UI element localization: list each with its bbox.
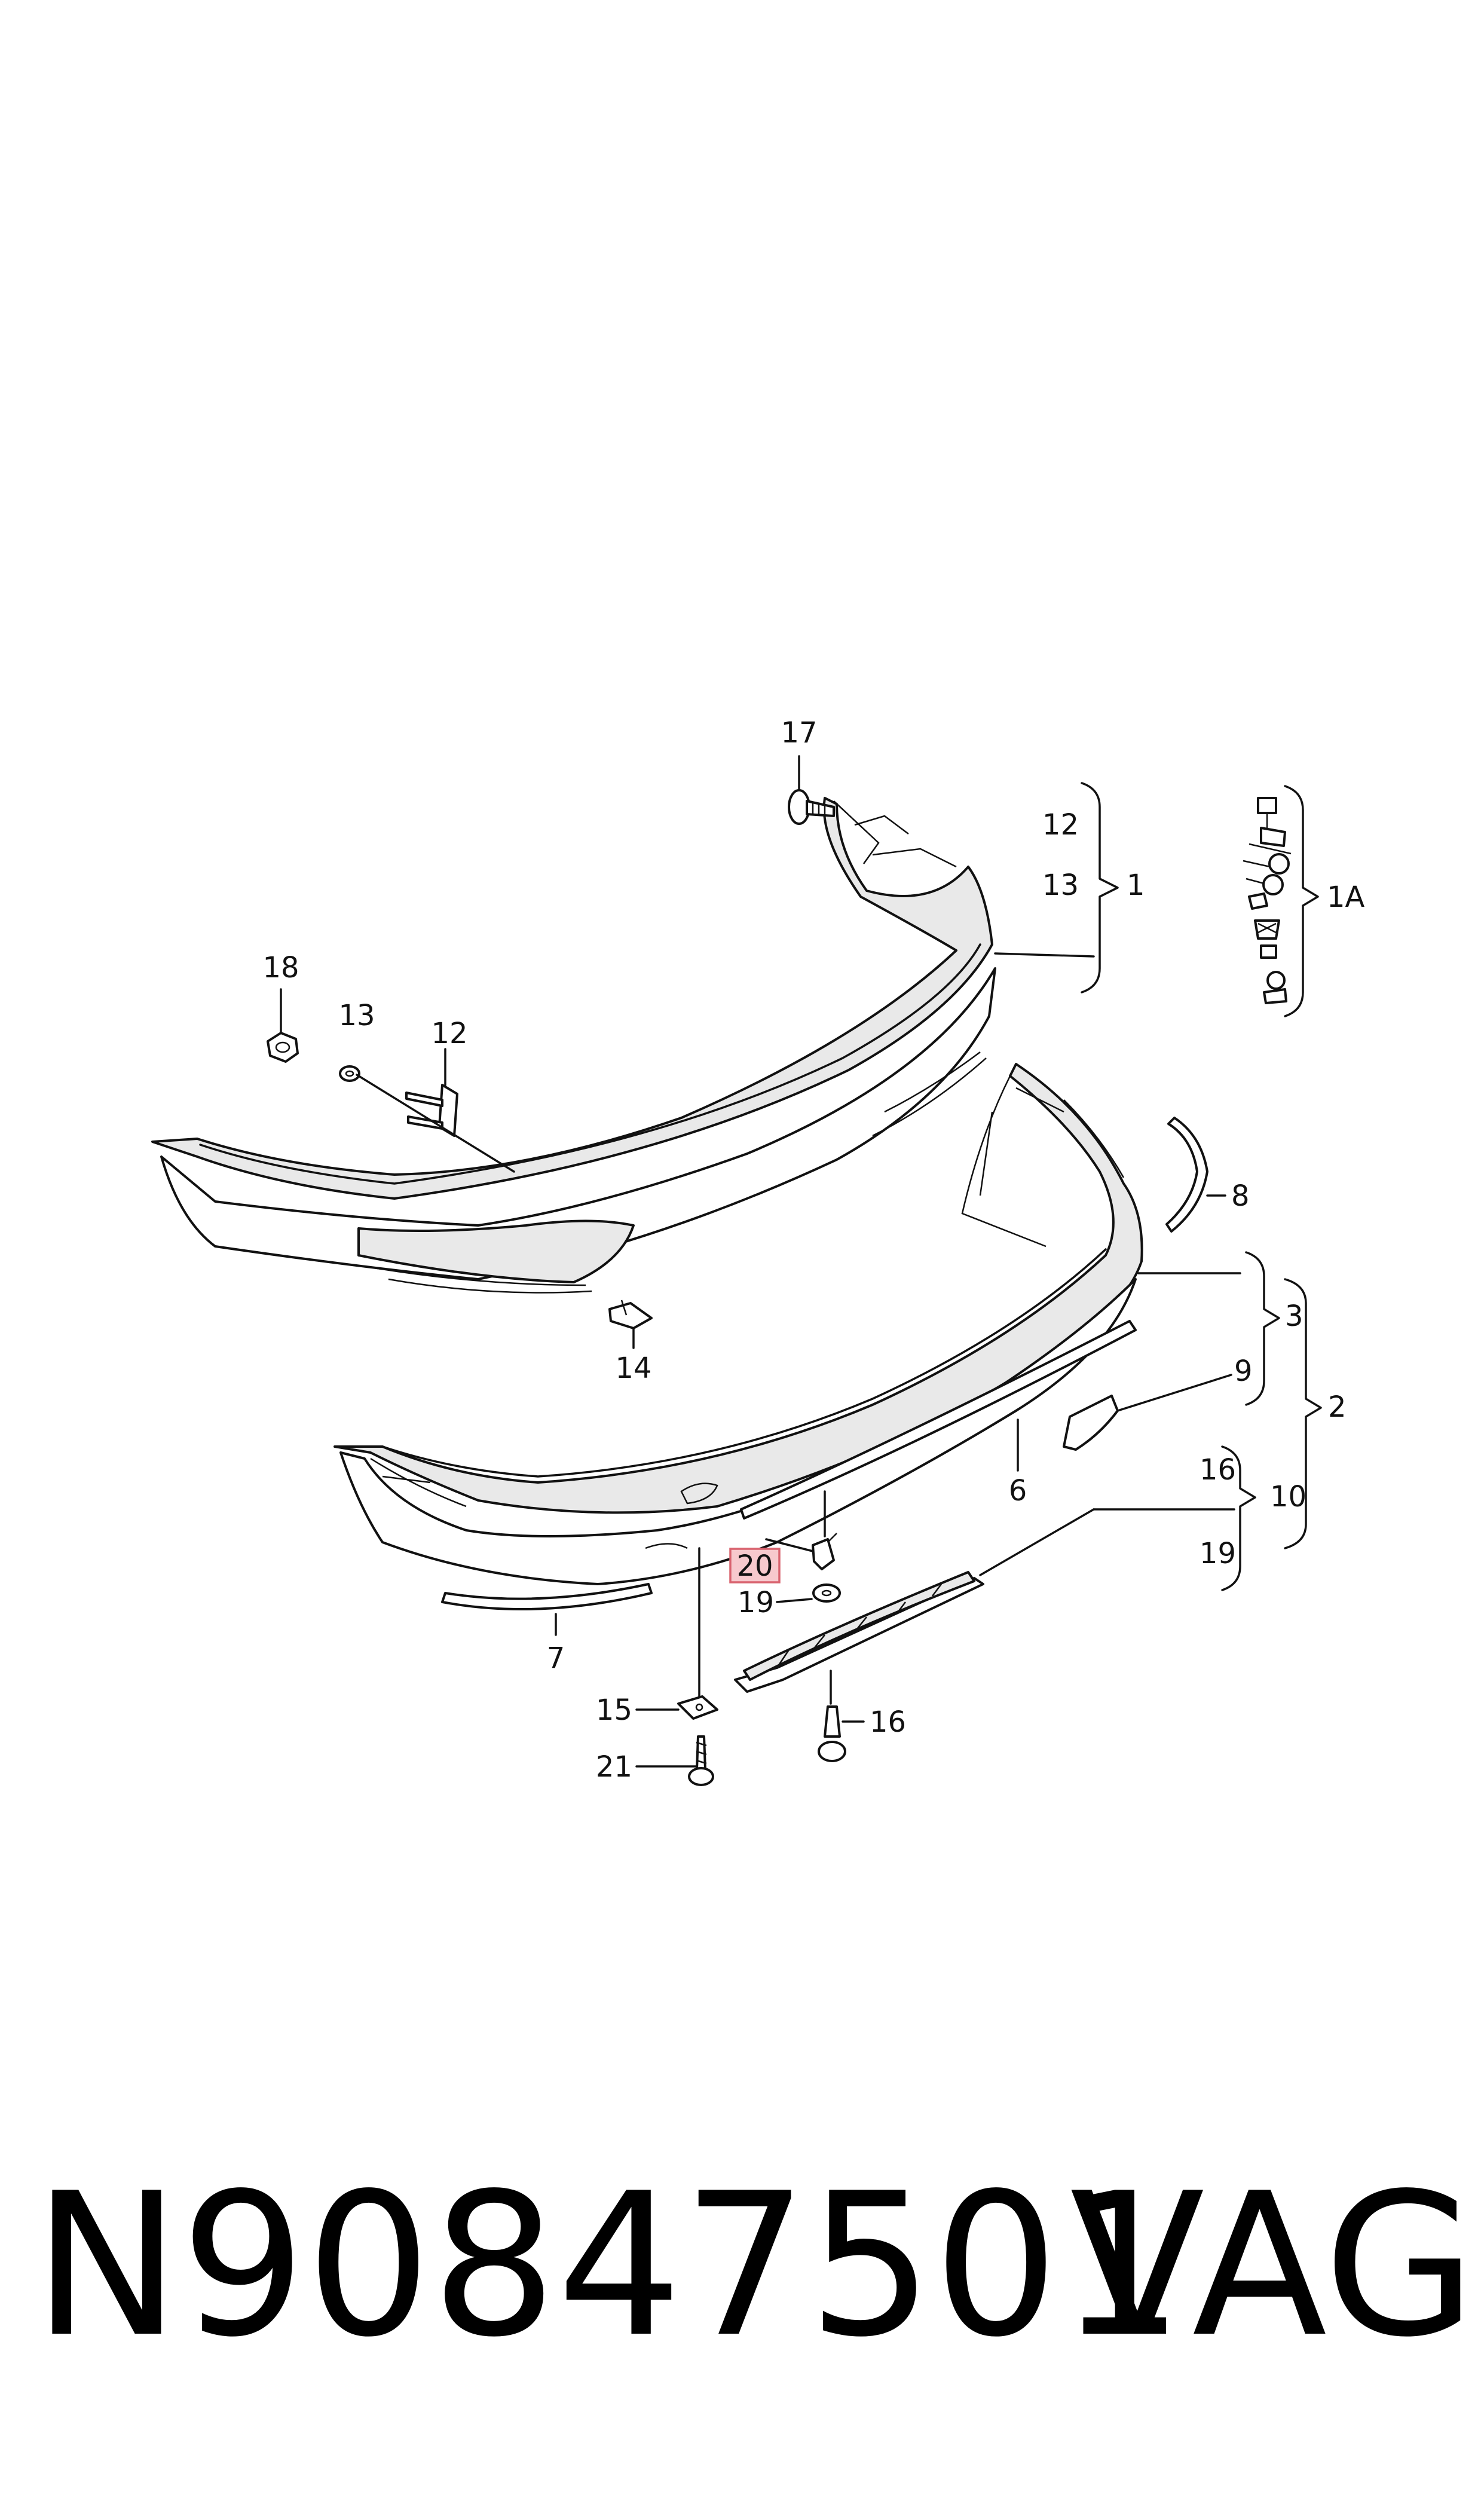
trim-strip-7 <box>441 1583 653 1610</box>
speed-nut-15 <box>677 1695 718 1720</box>
callout-6: 6 <box>1009 1474 1027 1508</box>
part-number: N90847501 <box>33 2151 1185 2380</box>
callout-7: 7 <box>547 1641 565 1675</box>
callout-21: 21 <box>596 1750 632 1784</box>
callout-20: 20 <box>736 1549 773 1583</box>
callout-labels: 17 12 13 1 1A 18 13 12 14 8 3 2 9 6 16 1… <box>262 716 1364 1784</box>
callout-16-lower: 16 <box>870 1705 906 1739</box>
washer-13 <box>339 1065 360 1082</box>
callout-10: 10 <box>1270 1480 1306 1514</box>
callout-13-lower: 13 <box>338 999 375 1032</box>
rivet-16 <box>818 1705 846 1762</box>
callout-12-lower: 12 <box>431 1017 467 1050</box>
upper-bumper-cover <box>151 797 996 1294</box>
callout-19-lower: 19 <box>738 1586 774 1619</box>
trim-strip-6 <box>740 1320 1137 1520</box>
callout-brackets <box>1081 782 1322 1591</box>
leader-lines <box>280 755 1241 1768</box>
callout-18: 18 <box>262 951 299 985</box>
callout-16-upper: 16 <box>1200 1453 1236 1487</box>
callout-15: 15 <box>596 1693 632 1727</box>
clip-20 <box>812 1533 837 1570</box>
callout-12-upper: 12 <box>1042 808 1079 842</box>
callout-3: 3 <box>1285 1300 1304 1333</box>
callout-2: 2 <box>1328 1390 1347 1424</box>
fastener-assortment-1A <box>1243 797 1292 1004</box>
callout-19-upper: 19 <box>1200 1537 1236 1570</box>
callout-13-upper: 13 <box>1042 869 1079 902</box>
stud-bracket-12 <box>405 1084 458 1137</box>
callout-1: 1 <box>1127 869 1145 902</box>
lower-bumper-cover <box>333 1063 1143 1585</box>
callout-17: 17 <box>781 716 817 750</box>
screw-21 <box>688 1735 714 1786</box>
bolt-17 <box>788 789 835 825</box>
washer-19 <box>812 1583 841 1603</box>
brand-label: VAG <box>1070 2151 1477 2380</box>
callout-14: 14 <box>615 1352 651 1385</box>
callout-20-highlight <box>729 1548 781 1583</box>
lower-spoiler-10 <box>734 1571 984 1693</box>
seal-strip-8 <box>1165 1117 1208 1233</box>
callout-1A: 1A <box>1327 881 1365 914</box>
nut-18 <box>267 1032 299 1063</box>
clip-14 <box>608 1300 653 1329</box>
reflector-9 <box>1063 1395 1119 1451</box>
callout-9: 9 <box>1234 1355 1253 1388</box>
callout-8: 8 <box>1231 1179 1250 1213</box>
